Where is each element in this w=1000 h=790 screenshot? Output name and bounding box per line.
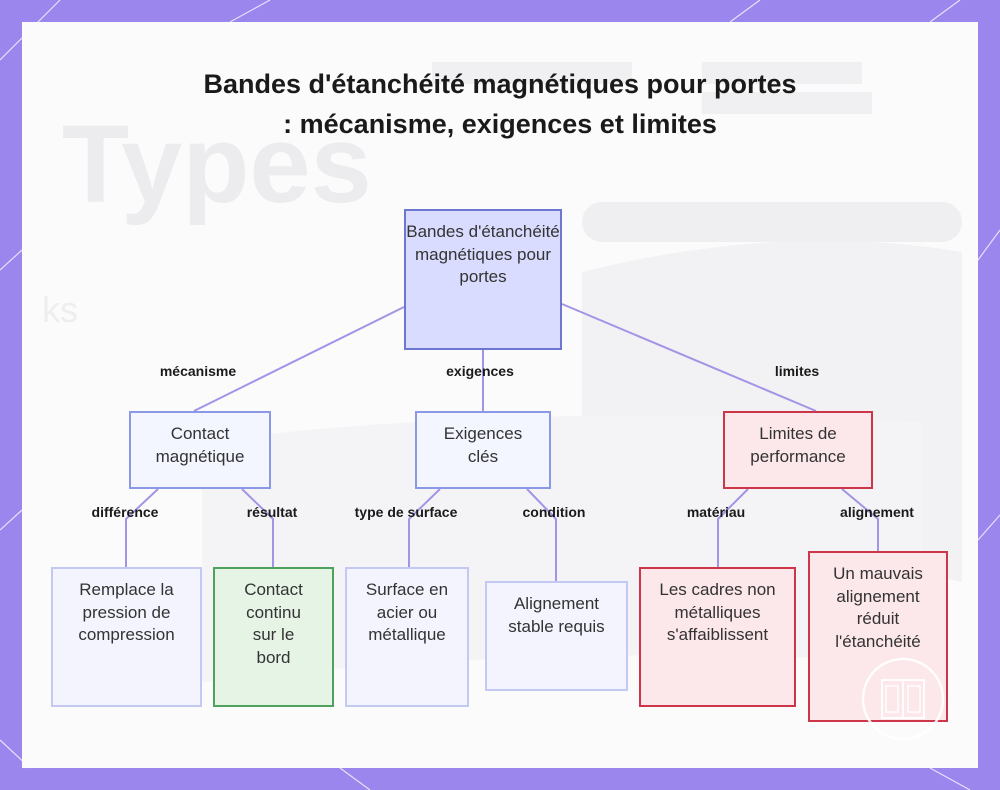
node-limites-de-performance-label: Limites de performance (750, 424, 846, 466)
node-surface-metallique-label: Surface en acier ou métallique (365, 580, 449, 644)
svg-text:ks: ks (42, 289, 78, 330)
edge-label-difference: différence (91, 504, 159, 520)
node-contact-continu-label: Contact continu sur le bord (244, 580, 303, 667)
node-limites-de-performance: Limites de performance (723, 411, 873, 489)
edge-label-alignement: alignement (840, 504, 914, 520)
edge-label-materiau: matériau (686, 504, 746, 520)
diagram-connectors (125, 303, 879, 581)
node-cadres-non-metalliques-label: Les cadres non métalliques s'affaiblisse… (659, 580, 776, 644)
edge-label-condition: condition (522, 504, 586, 520)
node-alignement-stable: Alignement stable requis (485, 581, 628, 691)
edge-label-exigences: exigences (446, 363, 514, 379)
edge-label-mecanisme: mécanisme (159, 363, 237, 379)
root-node-label: Bandes d'étanchéité magnétiques pour por… (406, 222, 560, 286)
node-remplace-la-pression: Remplace la pression de compression (51, 567, 202, 707)
node-exigences-cles-label: Exigences clés (443, 424, 523, 466)
node-surface-metallique: Surface en acier ou métallique (345, 567, 469, 707)
page-title: Bandes d'étanchéité magnétiques pour por… (203, 69, 797, 139)
node-cadres-non-metalliques: Les cadres non métalliques s'affaiblisse… (639, 567, 796, 707)
node-contact-continu: Contact continu sur le bord (213, 567, 334, 707)
node-remplace-la-pression-label: Remplace la pression de compression (78, 580, 175, 644)
node-alignement-stable-label: Alignement stable requis (508, 594, 605, 636)
edge-label-type-de-surface: type de surface (354, 504, 458, 520)
node-contact-magnetique: Contact magnétique (129, 411, 271, 489)
svg-text:Types: Types (62, 103, 372, 226)
root-node: Bandes d'étanchéité magnétiques pour por… (404, 209, 562, 350)
watermark-logo-icon (861, 657, 945, 741)
diagram-card: Types ks Bandes d'étanchéité magnétiques… (22, 22, 978, 768)
node-contact-magnetique-label: Contact magnétique (155, 424, 245, 466)
edge-label-limites: limites (774, 363, 820, 379)
node-exigences-cles: Exigences clés (415, 411, 551, 489)
node-mauvais-alignement-label: Un mauvais alignement réduit l'étanchéit… (833, 564, 923, 651)
edge-label-resultat: résultat (246, 504, 298, 520)
